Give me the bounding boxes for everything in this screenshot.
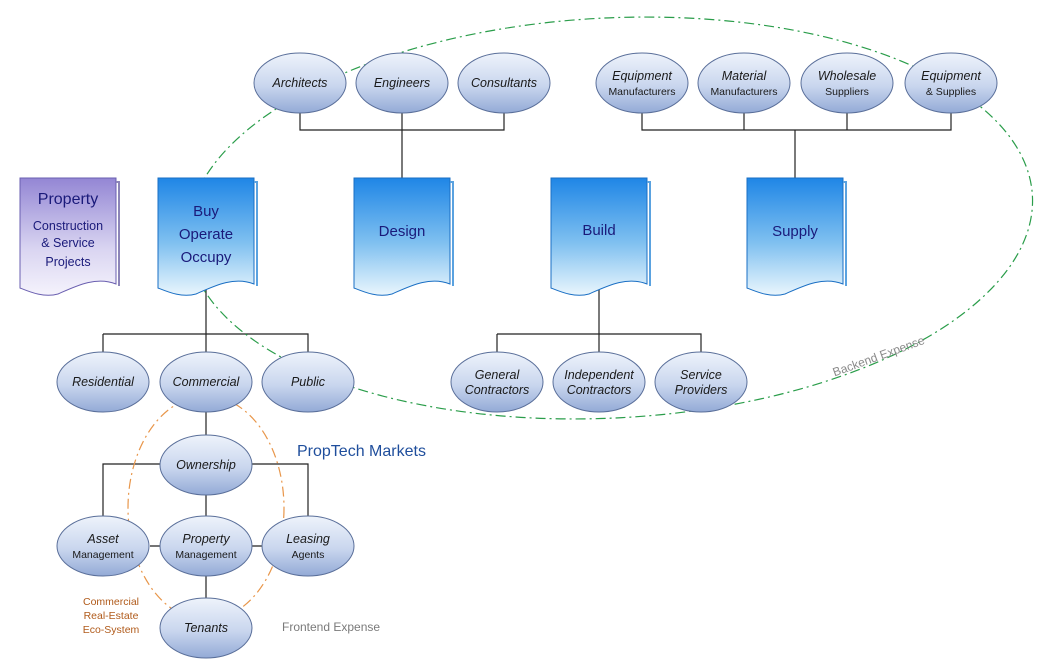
node-independent-contractors-shape — [552, 351, 646, 413]
node-equipment-manufacturers-label: Equipment — [612, 69, 672, 83]
node-asset-management-shape — [56, 515, 150, 577]
build-document[interactable]: Build — [550, 177, 651, 296]
node-independent-contractors-sublabel: Contractors — [567, 383, 632, 397]
node-public-shape — [261, 351, 355, 413]
node-residential[interactable]: Residential — [56, 351, 150, 413]
eco-system-boundary — [127, 395, 285, 621]
node-general-contractors-sublabel: Contractors — [465, 383, 530, 397]
build-label: Build — [582, 222, 615, 239]
node-architects-shape — [253, 52, 347, 114]
buy-line-1: Buy — [193, 203, 219, 220]
node-service-providers-label: Service — [680, 368, 722, 382]
node-leasing-agents-shape — [261, 515, 355, 577]
node-engineers[interactable]: Engineers — [355, 52, 449, 114]
node-material-manufacturers-label: Material — [722, 69, 768, 83]
node-equipment-supplies-label: Equipment — [921, 69, 981, 83]
design-document[interactable]: Design — [353, 177, 454, 296]
connectors — [102, 112, 952, 598]
connector-ownership — [102, 463, 309, 516]
node-leasing-agents-label: Leasing — [286, 532, 330, 546]
node-service-providers-sublabel: Providers — [675, 383, 728, 397]
node-property-management-shape — [159, 515, 253, 577]
eco-system-line-3: Eco-System — [83, 624, 140, 636]
node-equipment-manufacturers-sublabel: Manufacturers — [608, 86, 675, 98]
node-wholesale-suppliers-shape — [800, 52, 894, 114]
node-wholesale-suppliers-label: Wholesale — [818, 69, 876, 83]
node-leasing-agents-sublabel: Agents — [292, 549, 325, 561]
supply-label: Supply — [772, 223, 818, 240]
property-projects-document: Property Construction & Service Projects — [19, 177, 120, 296]
node-consultants-label: Consultants — [471, 76, 537, 90]
node-engineers-label: Engineers — [374, 76, 430, 90]
design-label: Design — [379, 223, 426, 240]
node-commercial-label: Commercial — [173, 375, 241, 389]
node-ownership-shape — [159, 434, 253, 496]
node-wholesale-suppliers-sublabel: Suppliers — [825, 86, 869, 98]
node-architects[interactable]: Architects — [253, 52, 347, 114]
node-public[interactable]: Public — [261, 351, 355, 413]
buy-operate-occupy-document[interactable]: Buy Operate Occupy — [157, 177, 258, 296]
frontend-expense-label: Frontend Expense — [282, 620, 380, 634]
node-property-management-sublabel: Management — [175, 549, 236, 561]
backend-expense-label: Backend Expense — [831, 333, 927, 379]
node-architects-label: Architects — [272, 76, 328, 90]
property-line-2: & Service — [41, 236, 95, 250]
node-equipment-manufacturers-shape — [595, 52, 689, 114]
property-line-3: Projects — [45, 255, 90, 269]
node-equipment-supplies-shape — [904, 52, 998, 114]
node-asset-management-sublabel: Management — [72, 549, 133, 561]
node-material-manufacturers-sublabel: Manufacturers — [710, 86, 777, 98]
connector-design — [299, 112, 505, 178]
buy-line-3: Occupy — [181, 249, 232, 266]
node-consultants[interactable]: Consultants — [457, 52, 551, 114]
connector-supply — [641, 112, 952, 178]
node-consultants-shape — [457, 52, 551, 114]
node-property-management-label: Property — [182, 532, 230, 546]
node-general-contractors-label: General — [475, 368, 521, 382]
node-ownership[interactable]: Ownership — [159, 434, 253, 496]
node-tenants-shape — [159, 597, 253, 659]
proptech-markets-label: PropTech Markets — [297, 443, 426, 460]
node-equipment-supplies[interactable]: Equipment & Supplies — [904, 52, 998, 114]
supply-document[interactable]: Supply — [746, 177, 847, 296]
node-residential-shape — [56, 351, 150, 413]
property-heading: Property — [38, 191, 98, 208]
property-line-1: Construction — [33, 219, 103, 233]
node-engineers-shape — [355, 52, 449, 114]
node-commercial[interactable]: Commercial — [159, 351, 253, 413]
connector-build — [496, 285, 702, 352]
node-independent-contractors-label: Independent — [564, 368, 634, 382]
buy-line-2: Operate — [179, 226, 233, 243]
eco-system-line-2: Real-Estate — [84, 610, 139, 622]
node-public-label: Public — [291, 375, 326, 389]
node-tenants[interactable]: Tenants — [159, 597, 253, 659]
eco-system-line-1: Commercial — [83, 596, 139, 608]
node-residential-label: Residential — [72, 375, 135, 389]
node-asset-management-label: Asset — [86, 532, 119, 546]
node-commercial-shape — [159, 351, 253, 413]
connector-buy — [102, 285, 309, 352]
node-service-providers-shape — [654, 351, 748, 413]
node-general-contractors-shape — [450, 351, 544, 413]
node-tenants-label: Tenants — [184, 621, 228, 635]
node-equipment-supplies-sublabel: & Supplies — [926, 86, 976, 98]
node-material-manufacturers-shape — [697, 52, 791, 114]
node-ownership-label: Ownership — [176, 458, 236, 472]
